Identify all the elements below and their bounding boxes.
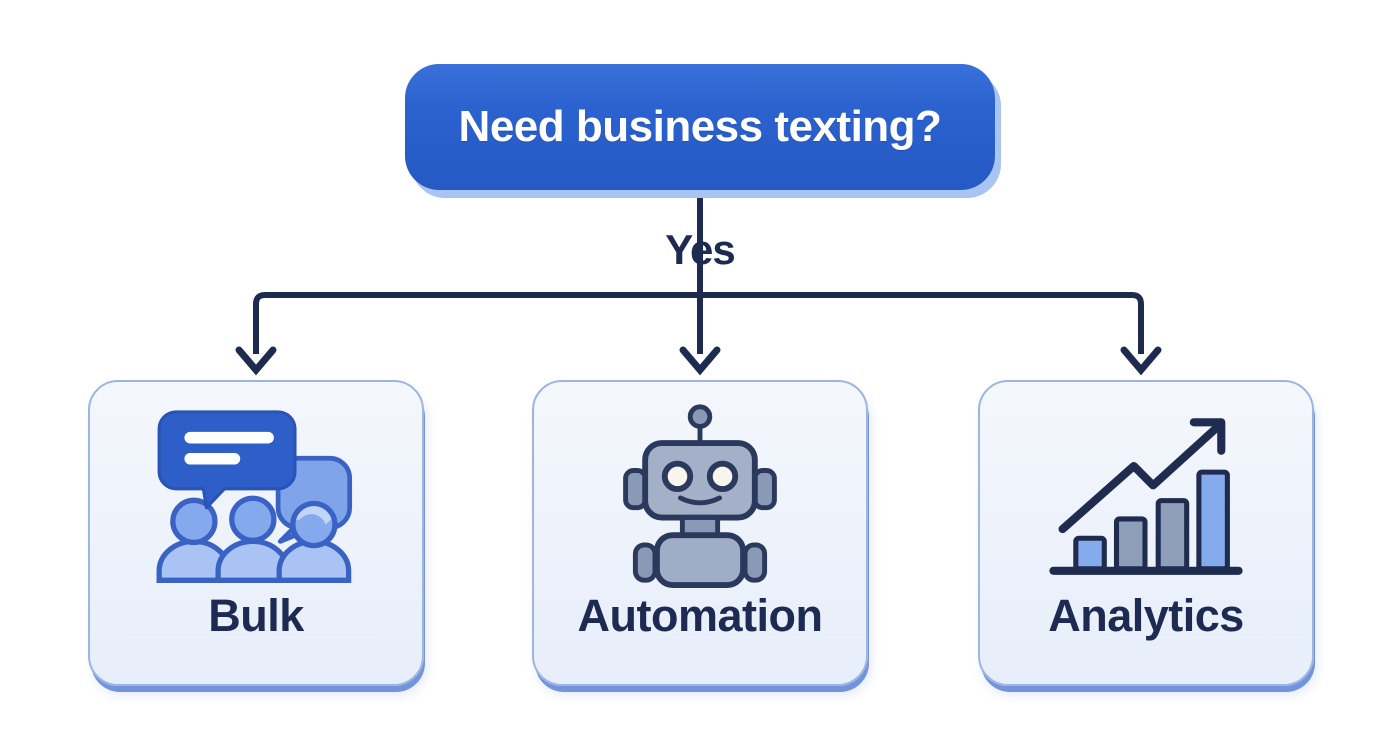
edge-label-yes: Yes [665,226,735,273]
node-bulk-label: Bulk [208,590,304,641]
robot-icon [623,404,777,588]
bulk-icon-wrap [156,398,356,590]
node-analytics-label: Analytics [1048,590,1244,641]
arrowhead-analytics-icon [1120,346,1162,376]
arrowhead-bulk-icon [235,346,277,376]
group-chat-icon [156,410,353,583]
growth-bar-chart-icon [1049,418,1243,575]
node-bulk: Bulk [88,380,424,686]
root-node: Need business texting? [405,64,995,190]
node-automation-label: Automation [577,590,823,641]
node-analytics: Analytics [978,380,1314,686]
arrowhead-automation-icon [679,346,721,376]
analytics-icon-wrap [1044,398,1248,590]
automation-icon-wrap [621,398,779,590]
edge-distributor [253,292,1144,354]
root-node-label: Need business texting? [458,102,942,151]
node-automation: Automation [532,380,868,686]
